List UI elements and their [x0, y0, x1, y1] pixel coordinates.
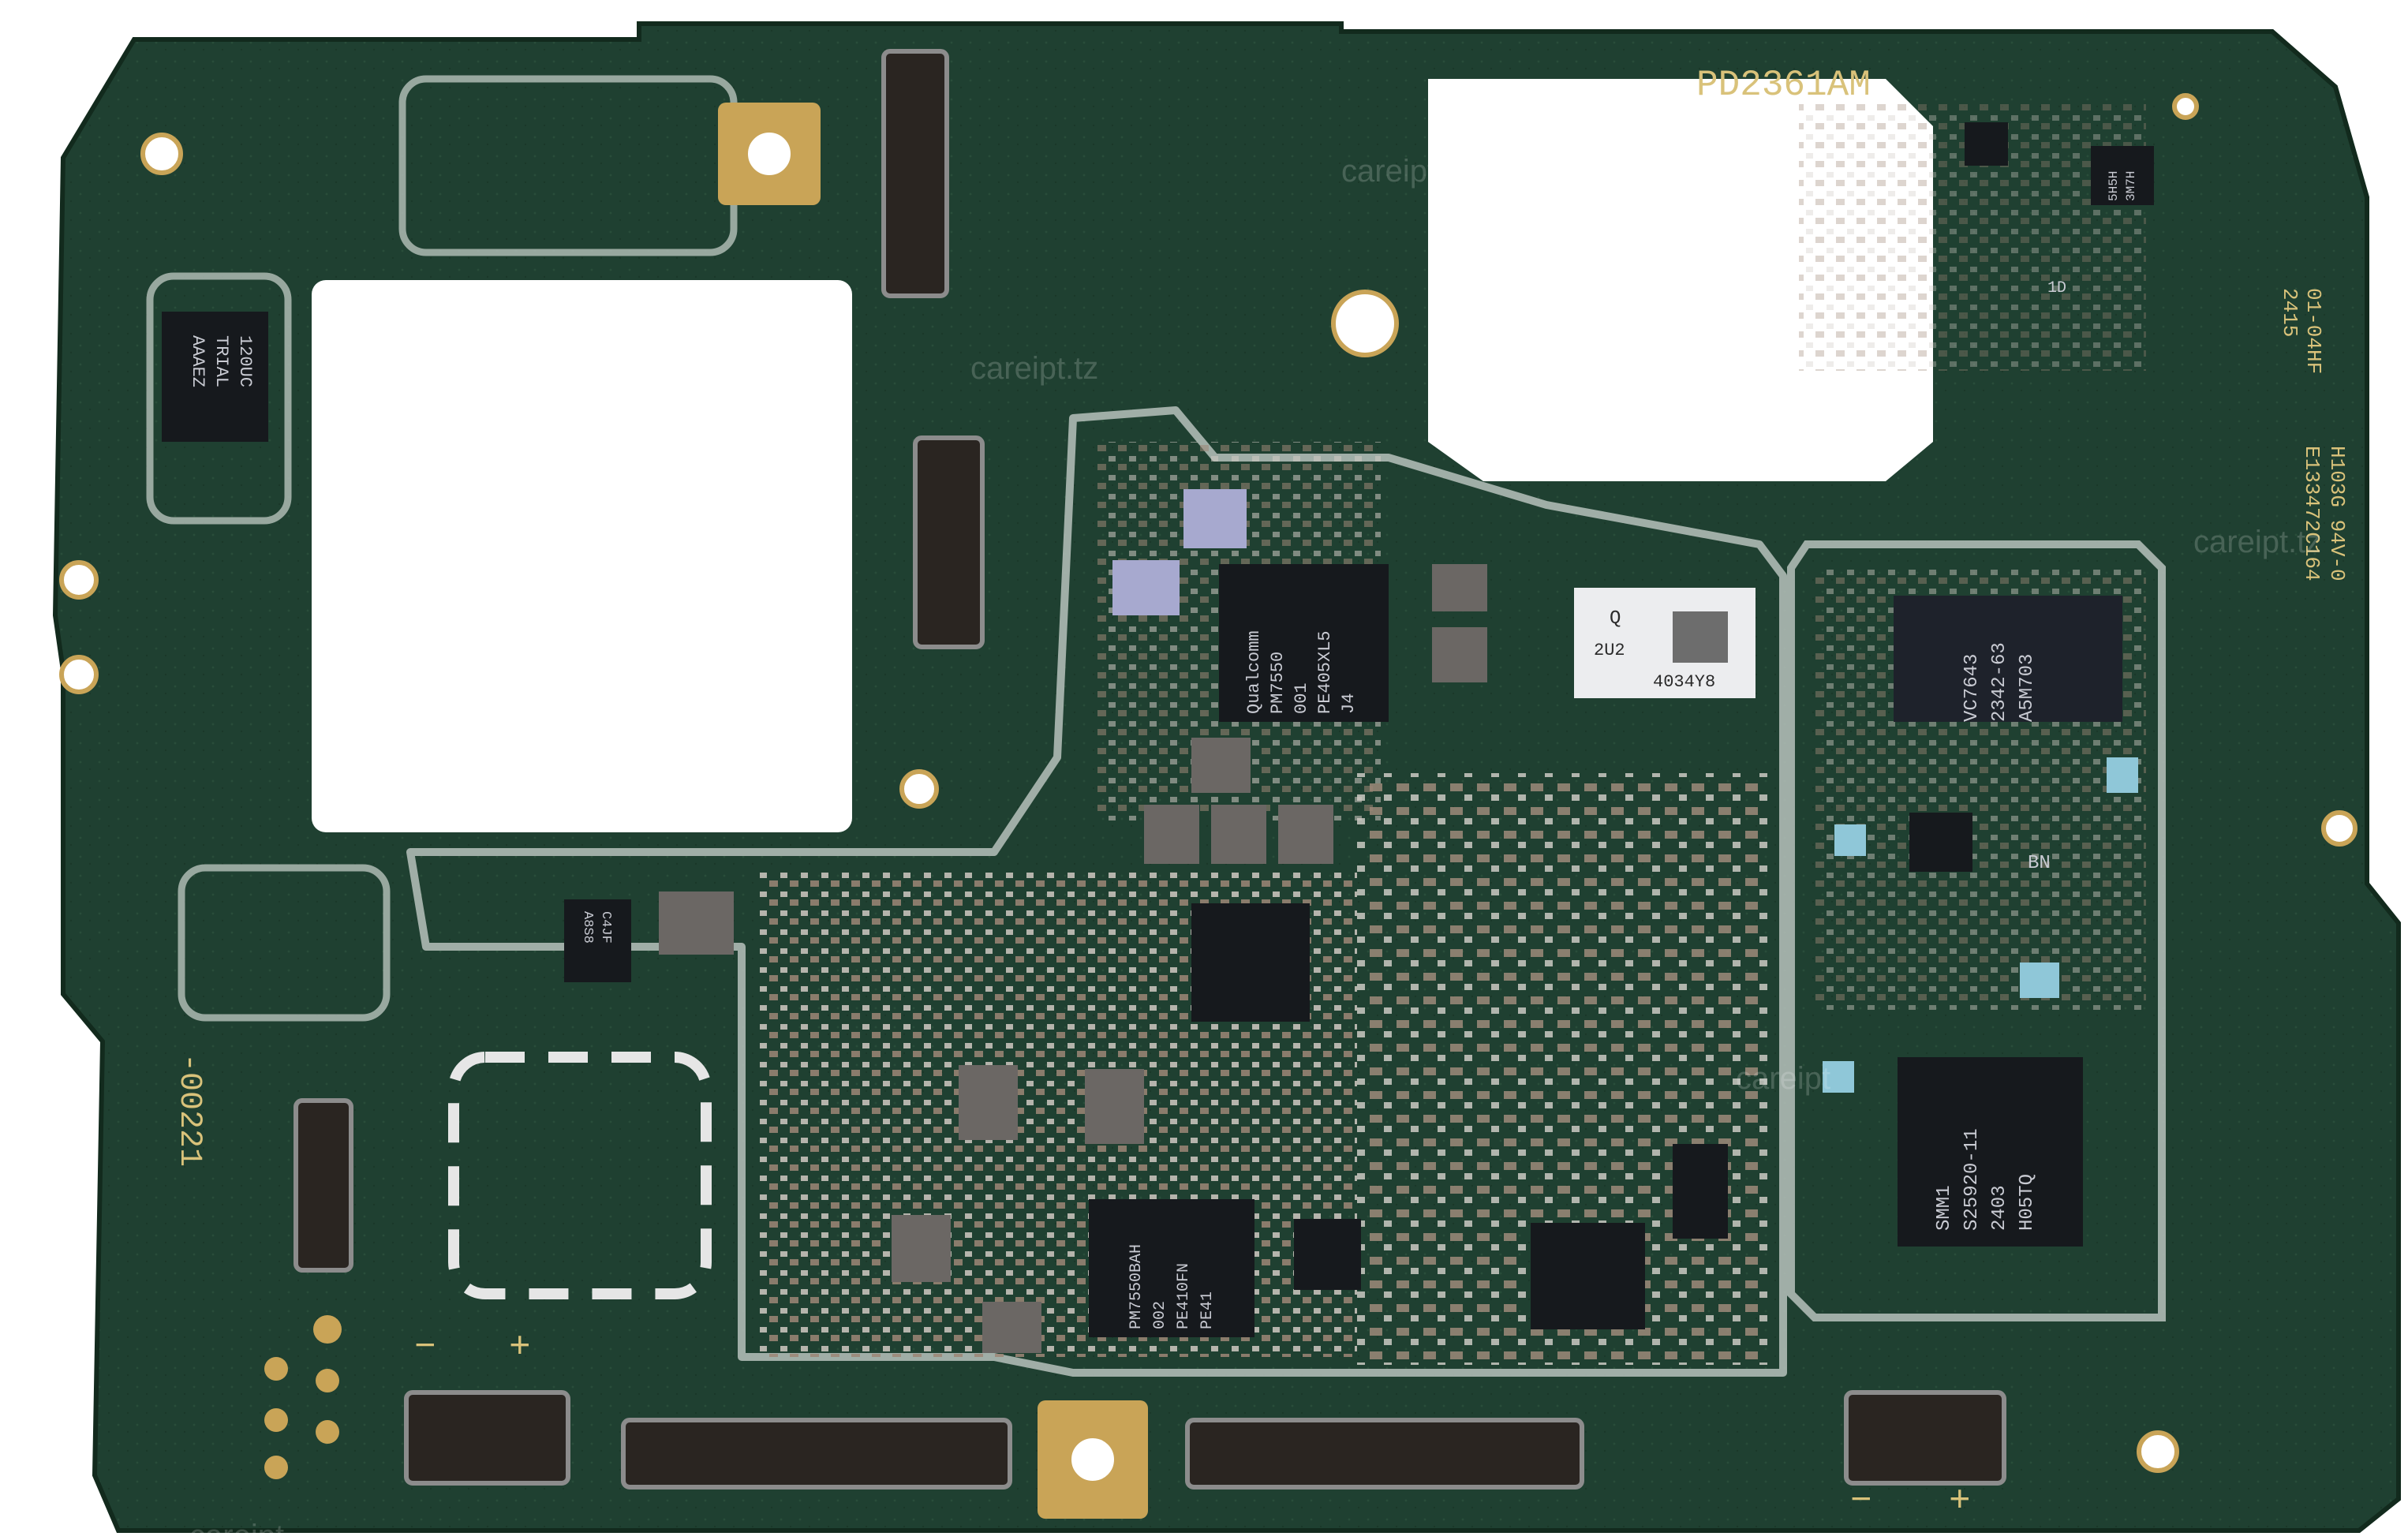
rf-label-line1: Q	[1610, 608, 1621, 630]
shield-frame-left	[146, 272, 292, 525]
top-right-line1: 5H5H	[2107, 171, 2121, 201]
pm-lower-line3: PE410FN	[1175, 1263, 1193, 1329]
black-chip-group	[1191, 122, 2154, 1329]
left-chip-line3: AAAEZ	[188, 335, 208, 387]
pm-lower-chip	[1089, 1199, 1254, 1337]
trx-line4: H05TQ	[2017, 1174, 2038, 1231]
shield-frame-right	[1787, 540, 2166, 1321]
inductor-group	[659, 564, 1487, 1353]
silk-right-edge-2: E133472C164	[2300, 446, 2324, 581]
trx-line2: S25920-11	[1961, 1128, 1983, 1231]
silk-vertical-2: 2415	[2278, 288, 2301, 337]
silk-model: PD2361AM	[1696, 65, 1871, 106]
rf-label-line3: 4034Y8	[1653, 672, 1715, 692]
pmic-line4: PE405XL5	[1315, 630, 1335, 714]
lavender-component	[1183, 489, 1247, 548]
small-left-chip	[564, 899, 631, 982]
watermark: careipt.tz	[2193, 525, 2321, 559]
transceiver-chip	[1898, 1057, 2083, 1247]
silk-plus-1: +	[509, 1327, 531, 1368]
pm-lower-line2: 002	[1151, 1301, 1169, 1329]
pmic-chip	[1219, 564, 1389, 722]
left-chip-line1: 120UC	[235, 335, 255, 387]
left-chip-line2: TRIAL	[211, 335, 231, 387]
connector-group	[294, 49, 2006, 1490]
top-right-line2: 3M7H	[2124, 171, 2138, 201]
rf-front-end-chip	[1894, 596, 2122, 722]
silk-left-code: -00221	[171, 1053, 207, 1167]
small-chip-line2: A8S8	[580, 911, 595, 944]
cyan-component-group	[1823, 757, 2138, 1093]
pm-lower-line4: PE41	[1198, 1291, 1217, 1329]
mounting-hole-group	[59, 93, 2358, 1486]
pmic-line5: J4	[1339, 693, 1359, 714]
silk-plus-2: +	[1949, 1481, 1971, 1522]
rf-label-line2: 2U2	[1594, 641, 1625, 660]
left-cutout	[312, 280, 852, 832]
silk-minus-1: −	[414, 1327, 436, 1368]
trx-line1: SMM1	[1934, 1185, 1955, 1231]
pm-lower-line1: PM7550BAH	[1127, 1244, 1146, 1329]
qr-code	[1673, 611, 1728, 663]
pmic-line3: 001	[1292, 682, 1311, 714]
shield-frame-small	[178, 864, 391, 1022]
trx-line3: 2403	[1989, 1185, 2010, 1231]
rf-line3: A5M703	[2017, 654, 2038, 722]
watermark: careipt	[1736, 1061, 1830, 1096]
rf-line1: VC7643	[1961, 654, 1983, 722]
silk-1d: 1D	[2047, 279, 2066, 297]
silk-minus-2: −	[1850, 1481, 1872, 1522]
silk-vertical-1: 01-04HF	[2301, 288, 2325, 374]
pmic-line1: Qualcomm	[1244, 630, 1264, 714]
dashed-outline	[448, 1052, 712, 1299]
left-chip	[162, 312, 268, 442]
silk-right-edge: H103G 94V-0	[2325, 446, 2349, 581]
watermark: careipt.tz	[1341, 154, 1469, 189]
lavender-component	[1112, 560, 1180, 615]
pmic-line2: PM7550	[1268, 652, 1288, 714]
watermark: careipt.tz	[970, 351, 1098, 386]
small-chip-line1: C4JF	[598, 911, 613, 944]
rf-line2: 2342-63	[1989, 642, 2010, 722]
watermark: careipt	[189, 1519, 284, 1540]
silk-bn: BN	[2028, 853, 2051, 874]
